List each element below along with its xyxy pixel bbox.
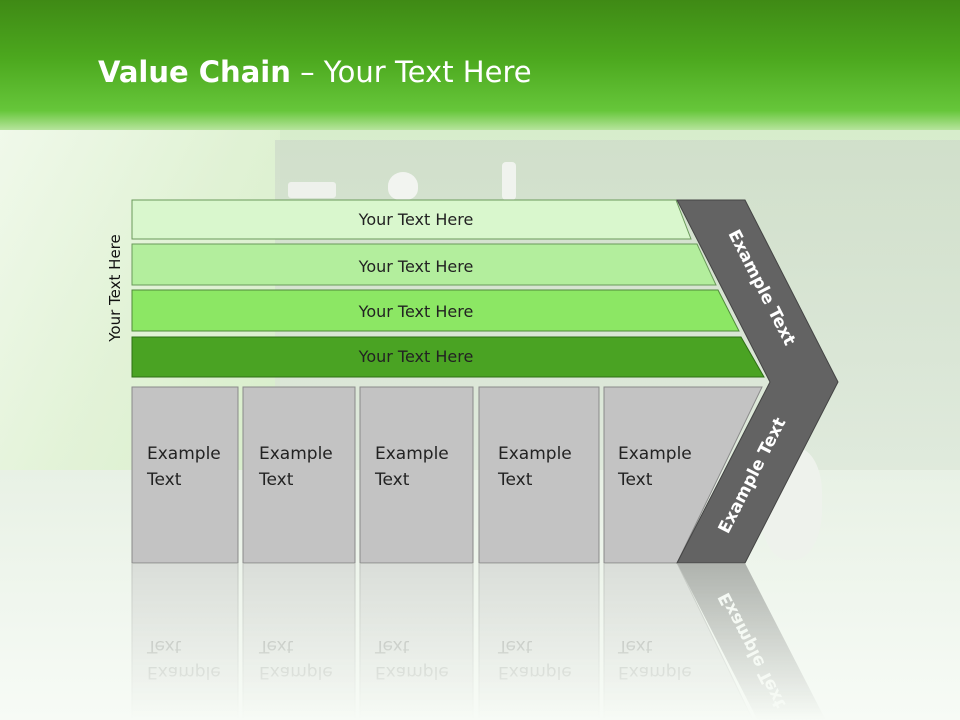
reflection-box-1-line2: Text (146, 636, 182, 656)
reflection-box-2-line1: Example (259, 662, 333, 682)
reflection-box-4-line1: Example (498, 662, 572, 682)
box-2-line2: Text (258, 470, 294, 490)
reflection-box-1-line1: Example (147, 662, 221, 682)
reflection-box-4-line2: Text (497, 636, 533, 656)
box-5-line1: Example (618, 444, 692, 464)
box-4-line2: Text (497, 470, 533, 490)
header-band (0, 0, 960, 130)
reflection-box-5-line1: Example (618, 662, 692, 682)
reflection-box-5-line2: Text (617, 636, 653, 656)
title-bold: Value Chain (98, 55, 291, 89)
bars-group: Your Text Here Your Text Here Your Text … (131, 199, 765, 378)
box-1-line1: Example (147, 444, 221, 464)
reflection-box-3-line2: Text (374, 636, 410, 656)
bar-1[interactable] (131, 199, 692, 240)
boxes-group: Example Text Example Text Example Text E… (131, 386, 763, 564)
bar-4[interactable] (131, 336, 765, 378)
bar-2[interactable] (131, 243, 717, 286)
bar-3-label: Your Text Here (358, 302, 474, 321)
bar-1-label: Your Text Here (358, 210, 474, 229)
box-5-line2: Text (617, 470, 653, 490)
box-3[interactable] (359, 386, 474, 564)
bar-3[interactable] (131, 289, 740, 332)
box-2[interactable] (242, 386, 356, 564)
reflection-box-3-line1: Example (375, 662, 449, 682)
diagram-reflection: Example Text Example Text Example Text E… (131, 562, 826, 720)
box-1-line2: Text (146, 470, 182, 490)
reflection-box-2-line2: Text (258, 636, 294, 656)
bar-4-label: Your Text Here (358, 347, 474, 366)
box-4[interactable] (478, 386, 600, 564)
box-2-line1: Example (259, 444, 333, 464)
bar-2-label: Your Text Here (358, 257, 474, 276)
box-1[interactable] (131, 386, 239, 564)
box-4-line1: Example (498, 444, 572, 464)
box-3-line1: Example (375, 444, 449, 464)
box-3-line2: Text (374, 470, 410, 490)
slide-title: Value Chain – Your Text Here (98, 55, 532, 89)
title-rest: – Your Text Here (290, 55, 532, 89)
